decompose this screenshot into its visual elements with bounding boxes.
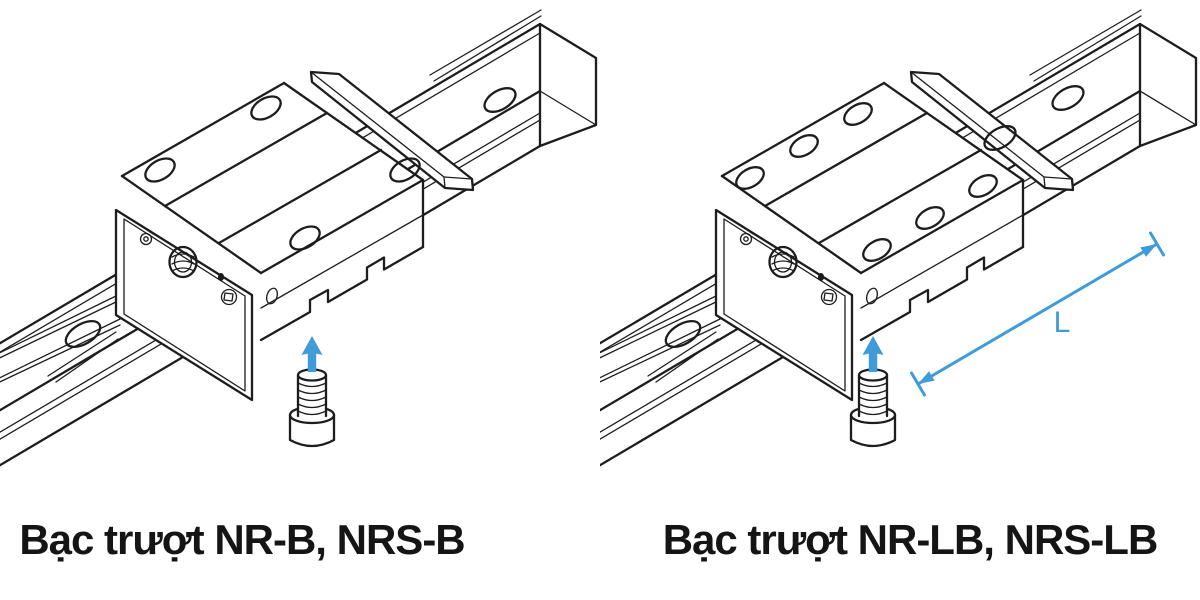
assembly-instance — [600, 8, 1198, 479]
block-mounting-holes — [735, 102, 998, 262]
rail-holes — [64, 87, 517, 349]
dimension-label: L — [1054, 306, 1071, 339]
linear-guide-illustration-standard — [0, 8, 598, 479]
diagram-caption: Bạc trượt NR-B, NRS-B — [19, 516, 465, 563]
mounting-screw — [849, 368, 897, 448]
dimension-line: L — [910, 231, 1165, 397]
diagram-panel-nr-b: Bạc trượt NR-B, NRS-B — [0, 8, 598, 563]
linear-guide-illustration-long: L — [600, 8, 1198, 479]
diagram-caption: Bạc trượt NR-LB, NRS-LB — [662, 516, 1159, 563]
block-mounting-holes — [144, 95, 421, 251]
arrow-up-icon — [301, 336, 323, 372]
mounting-screw — [288, 368, 336, 448]
rail-holes — [664, 85, 1085, 349]
arrow-up-icon — [862, 336, 884, 372]
diagram-panel-nr-lb: L Bạc trượt NR-LB, NRS-LB — [600, 0, 1200, 600]
